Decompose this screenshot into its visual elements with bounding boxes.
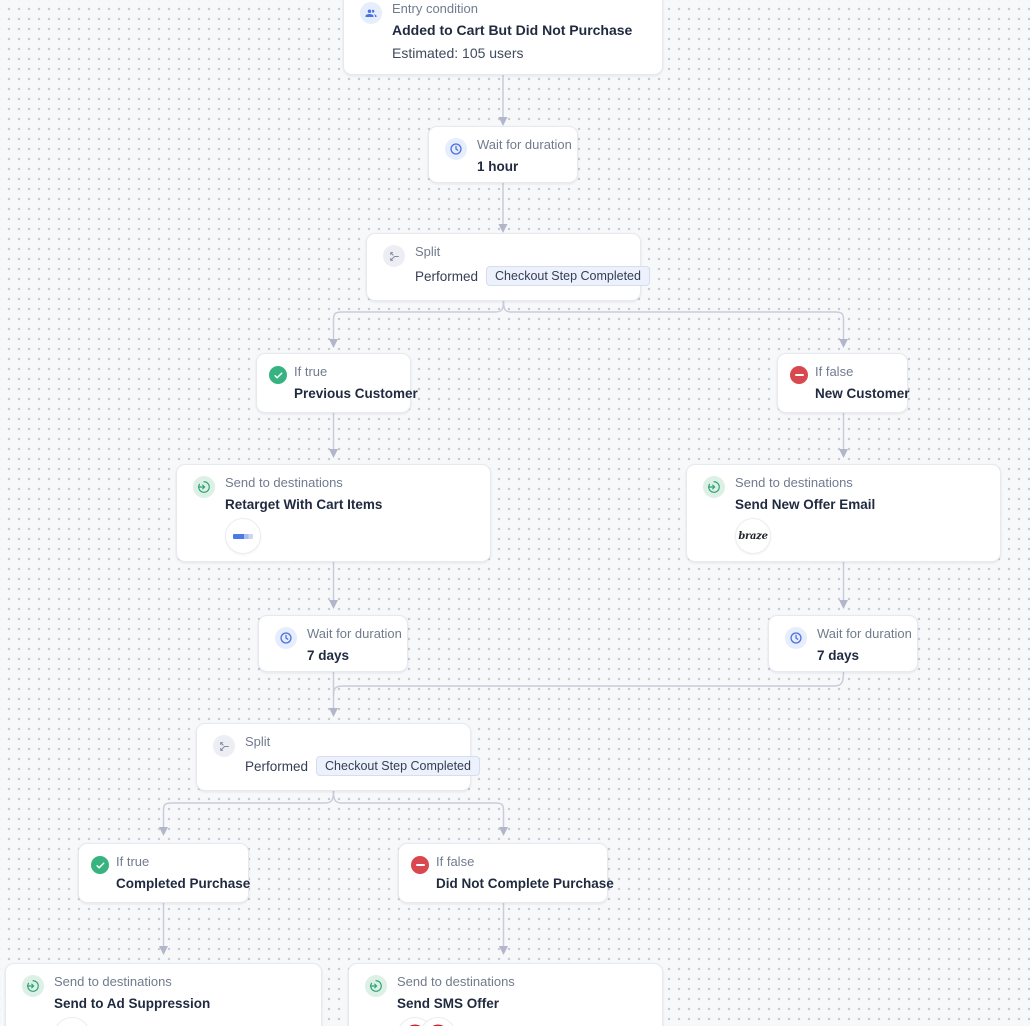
split-icon [383, 245, 405, 267]
node-if-true-completed-purchase[interactable]: If true Completed Purchase [78, 843, 251, 903]
node-send-sms-offer[interactable]: Send to destinations Send SMS Offer [348, 963, 663, 1026]
node-type-label: Send to destinations [397, 974, 515, 989]
destination-logo[interactable] [420, 1017, 456, 1026]
node-type-label: Wait for duration [477, 137, 572, 152]
node-type-label: Entry condition [392, 1, 478, 16]
check-icon [91, 856, 109, 874]
split-icon [213, 735, 235, 757]
clock-icon [445, 138, 467, 160]
users-icon [360, 2, 382, 24]
node-title: Did Not Complete Purchase [436, 876, 614, 891]
clock-icon [275, 627, 297, 649]
node-type-label: Wait for duration [307, 626, 402, 641]
node-type-label: If true [116, 854, 150, 869]
node-send-retarget-with-cart-items[interactable]: Send to destinations Retarget With Cart … [176, 464, 491, 562]
node-if-false-new-customer[interactable]: If false New Customer [777, 353, 910, 413]
node-type-label: Split [415, 244, 441, 259]
destination-logo[interactable]: braze [735, 518, 771, 554]
destination-logo[interactable] [54, 1017, 90, 1026]
destination-logos: braze [735, 518, 875, 554]
node-subtitle: Estimated: 105 users [392, 45, 524, 61]
node-send-to-ad-suppression[interactable]: Send to destinations Send to Ad Suppress… [5, 963, 322, 1026]
node-entry-condition[interactable]: Entry condition Added to Cart But Did No… [343, 0, 663, 75]
node-type-label: If true [294, 364, 328, 379]
node-split-2[interactable]: Split Performed Checkout Step Completed [196, 723, 480, 791]
destination-logos [225, 518, 382, 554]
node-title: Retarget With Cart Items [225, 497, 383, 512]
node-title: 7 days [817, 648, 860, 663]
ad-platform-wordmark-icon [233, 533, 253, 539]
destination-logo[interactable] [225, 518, 261, 554]
node-send-new-offer-email[interactable]: Send to destinations Send New Offer Emai… [686, 464, 1001, 562]
send-icon [365, 975, 387, 997]
destination-logos [397, 1017, 515, 1026]
node-title: Send to Ad Suppression [54, 996, 211, 1011]
node-title: New Customer [815, 386, 910, 401]
split-condition: Performed Checkout Step Completed [245, 756, 480, 776]
node-type-label: Send to destinations [735, 475, 853, 490]
node-type-label: Send to destinations [54, 974, 172, 989]
event-chip: Checkout Step Completed [316, 756, 480, 776]
send-icon [193, 476, 215, 498]
node-split-1[interactable]: Split Performed Checkout Step Completed [366, 233, 650, 301]
node-type-label: If false [815, 364, 854, 379]
send-icon [22, 975, 44, 997]
node-wait-7-days-right[interactable]: Wait for duration 7 days [768, 615, 918, 672]
minus-icon [411, 856, 429, 874]
minus-icon [790, 366, 808, 384]
condition-prefix: Performed [245, 758, 309, 774]
condition-prefix: Performed [415, 268, 479, 284]
braze-wordmark-icon: braze [738, 530, 768, 542]
check-icon [269, 366, 287, 384]
event-chip: Checkout Step Completed [486, 266, 650, 286]
destination-logos [54, 1017, 210, 1026]
node-title: 7 days [307, 648, 350, 663]
node-title: Previous Customer [294, 386, 418, 401]
node-wait-7-days-left[interactable]: Wait for duration 7 days [258, 615, 408, 672]
node-title: Send New Offer Email [735, 497, 876, 512]
node-type-label: Wait for duration [817, 626, 912, 641]
node-title: 1 hour [477, 159, 519, 174]
node-title: Completed Purchase [116, 876, 251, 891]
node-if-false-did-not-complete-purchase[interactable]: If false Did Not Complete Purchase [398, 843, 614, 903]
split-condition: Performed Checkout Step Completed [415, 266, 650, 286]
node-type-label: Split [245, 734, 271, 749]
node-if-true-previous-customer[interactable]: If true Previous Customer [256, 353, 418, 413]
node-title: Send SMS Offer [397, 996, 500, 1011]
node-wait-1-hour[interactable]: Wait for duration 1 hour [428, 126, 578, 183]
node-type-label: If false [436, 854, 475, 869]
node-type-label: Send to destinations [225, 475, 343, 490]
send-icon [703, 476, 725, 498]
node-title: Added to Cart But Did Not Purchase [392, 22, 633, 38]
clock-icon [785, 627, 807, 649]
